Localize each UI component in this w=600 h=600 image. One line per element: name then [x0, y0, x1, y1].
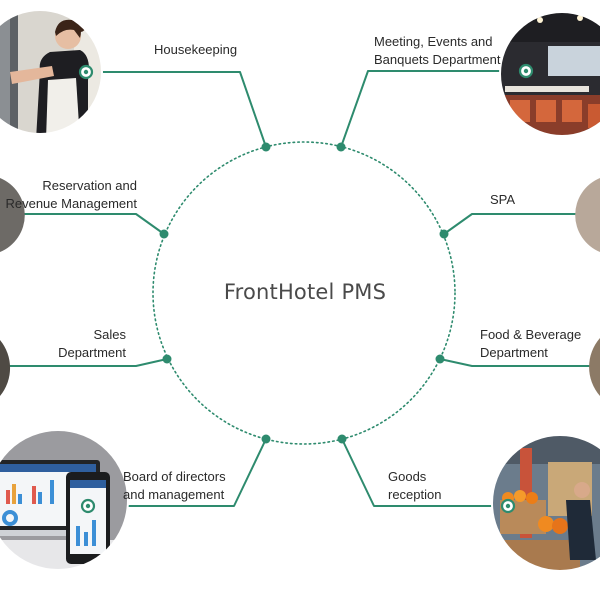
label-food-line2: Department [480, 345, 548, 360]
connector-meeting [340, 70, 526, 148]
center-title: FrontHotel PMS [223, 280, 387, 304]
label-food: Food & Beverage Department [480, 326, 581, 362]
central-ring [152, 141, 456, 445]
ring-dot-meeting [336, 142, 346, 152]
label-sales: Sales Department [58, 326, 126, 362]
label-spa-line1: SPA [490, 192, 516, 207]
label-meeting-line1: Meeting, Events and [374, 34, 493, 49]
dashboard-devices-photo [0, 430, 128, 570]
ring-dot-board [261, 434, 271, 444]
label-goods-line1: Goods [388, 469, 427, 484]
label-food-line1: Food & Beverage [480, 327, 582, 342]
connector-goods [341, 438, 508, 507]
label-goods: Goods reception [388, 468, 441, 504]
connector-reservation [0, 213, 165, 235]
label-meeting-line2: Banquets Department [374, 52, 501, 67]
ring-dot-food [435, 354, 445, 364]
label-meeting: Meeting, Events and Banquets Department [374, 33, 500, 69]
label-board-line1: Board of directors [123, 469, 226, 484]
connector-housekeeping [86, 71, 267, 148]
label-sales-line2: Department [58, 345, 126, 360]
label-housekeeping-line1: Housekeeping [154, 42, 238, 57]
connector-board [88, 438, 267, 507]
food-beverage-photo [589, 338, 600, 396]
connector-spa [443, 213, 600, 235]
label-spa: SPA [490, 191, 515, 209]
ring-dot-reservation [159, 229, 169, 239]
housekeeper-photo [0, 10, 102, 134]
connector-sales [0, 358, 168, 367]
ring-dot-goods [337, 434, 347, 444]
ring-dot-sales [162, 354, 172, 364]
sales-photo [0, 340, 11, 396]
label-sales-line1: Sales [93, 327, 126, 342]
label-reservation-line1: Reservation and [42, 178, 137, 193]
conference-room-photo [500, 12, 600, 136]
label-goods-line2: reception [388, 487, 442, 502]
label-reservation: Reservation and Revenue Management [5, 177, 137, 213]
ring-dot-housekeeping [261, 142, 271, 152]
ring-dot-spa [439, 229, 449, 239]
label-reservation-line2: Revenue Management [5, 196, 137, 211]
spa-photo [575, 178, 600, 252]
label-housekeeping: Housekeeping [154, 41, 237, 59]
reservation-photo [0, 178, 25, 252]
label-board-line2: and management [123, 487, 225, 502]
label-board: Board of directors and management [123, 468, 226, 504]
connector-food [439, 358, 600, 367]
